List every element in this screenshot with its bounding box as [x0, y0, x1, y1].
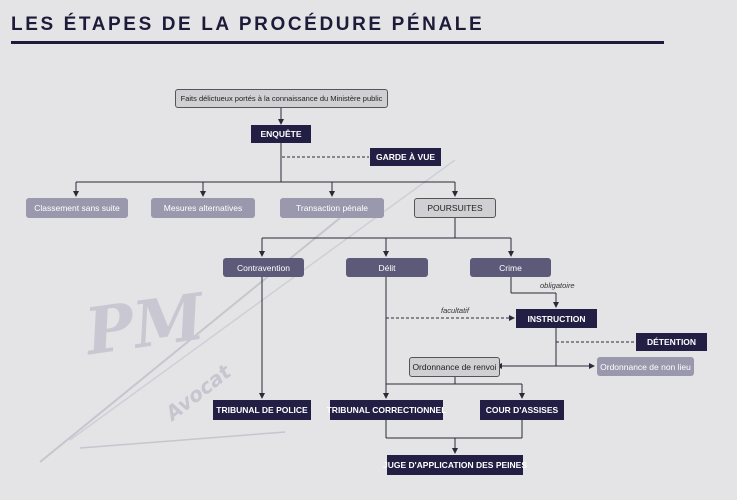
node-ordonnance-renvoi: Ordonnance de renvoi — [409, 357, 500, 377]
node-transaction: Transaction pénale — [280, 198, 384, 218]
node-classement: Classement sans suite — [26, 198, 128, 218]
node-enquete: ENQUÊTE — [251, 125, 311, 143]
node-contravention: Contravention — [223, 258, 304, 277]
node-garde-a-vue: GARDE À VUE — [370, 148, 441, 166]
node-detention: DÉTENTION — [636, 333, 707, 351]
node-faits: Faits délictueux portés à la connaissanc… — [175, 89, 388, 108]
node-cour-assises: COUR D'ASSISES — [480, 400, 564, 420]
title-underline — [11, 41, 664, 44]
node-mesures: Mesures alternatives — [151, 198, 255, 218]
node-poursuites: POURSUITES — [414, 198, 496, 218]
watermark-brand: PM — [79, 279, 211, 370]
node-tribunal-correctionnel: TRIBUNAL CORRECTIONNEL — [327, 400, 446, 420]
node-tribunal-police: TRIBUNAL DE POLICE — [213, 400, 311, 420]
node-instruction: INSTRUCTION — [516, 309, 597, 328]
node-jap: JUGE D'APPLICATION DES PEINES — [383, 455, 527, 475]
edge-label-obligatoire: obligatoire — [540, 281, 575, 290]
node-crime: Crime — [470, 258, 551, 277]
node-ordonnance-non-lieu: Ordonnance de non lieu — [597, 357, 694, 376]
page-title: LES ÉTAPES DE LA PROCÉDURE PÉNALE — [11, 14, 485, 35]
edge-label-facultatif: facultatif — [441, 306, 469, 315]
node-delit: Délit — [346, 258, 428, 277]
